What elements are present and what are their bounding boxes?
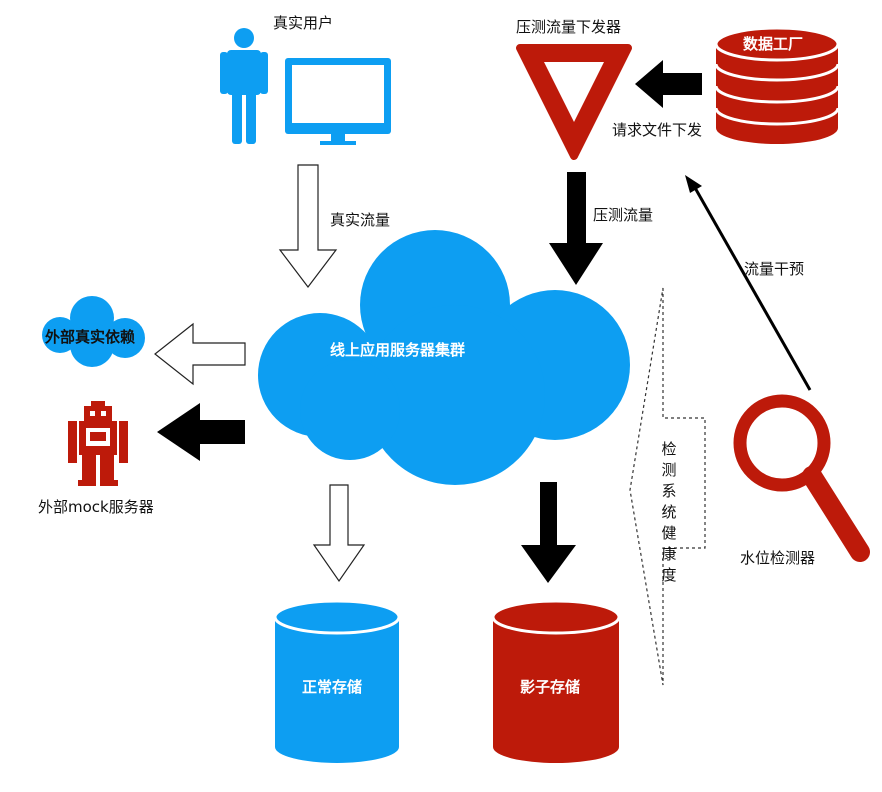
external-dep-arrow — [154, 322, 246, 386]
pressure-sender-label: 压测流量下发器 — [516, 18, 622, 36]
yield-sign-icon — [516, 44, 632, 160]
robot-icon — [68, 401, 128, 486]
monitor-icon — [285, 58, 391, 145]
real-traffic-arrow — [278, 164, 338, 288]
mock-server-label: 外部mock服务器 — [38, 498, 154, 516]
pressure-traffic-label: 压测流量 — [593, 206, 654, 224]
small-cloud-icon — [42, 296, 145, 367]
shadow-storage-arrow — [521, 482, 576, 583]
database-icon — [714, 26, 840, 144]
intervene-arrow — [685, 175, 812, 391]
water-detector-label: 水位检测器 — [740, 549, 816, 567]
normal-storage-label: 正常存储 — [302, 678, 363, 696]
mock-arrow — [157, 403, 245, 461]
real-user-label: 真实用户 — [273, 14, 334, 32]
cloud-icon — [258, 230, 630, 485]
shadow-storage-label: 影子存储 — [520, 678, 581, 696]
user-icon — [220, 28, 268, 144]
health-label: 检测系统健康度 — [661, 440, 677, 584]
external-dep-label: 外部真实依赖 — [45, 328, 136, 346]
request-file-label: 请求文件下发 — [612, 121, 703, 139]
normal-storage-arrow — [312, 484, 366, 583]
cluster-label: 线上应用服务器集群 — [330, 341, 466, 359]
intervene-label: 流量干预 — [744, 260, 805, 278]
real-traffic-label: 真实流量 — [330, 211, 391, 229]
cylinder-icon — [273, 599, 401, 763]
data-factory-label: 数据工厂 — [743, 35, 804, 53]
shadow-cylinder-icon — [491, 599, 621, 763]
pressure-traffic-arrow — [549, 172, 603, 285]
magnifier-icon — [733, 394, 870, 562]
request-file-arrow — [635, 60, 702, 108]
